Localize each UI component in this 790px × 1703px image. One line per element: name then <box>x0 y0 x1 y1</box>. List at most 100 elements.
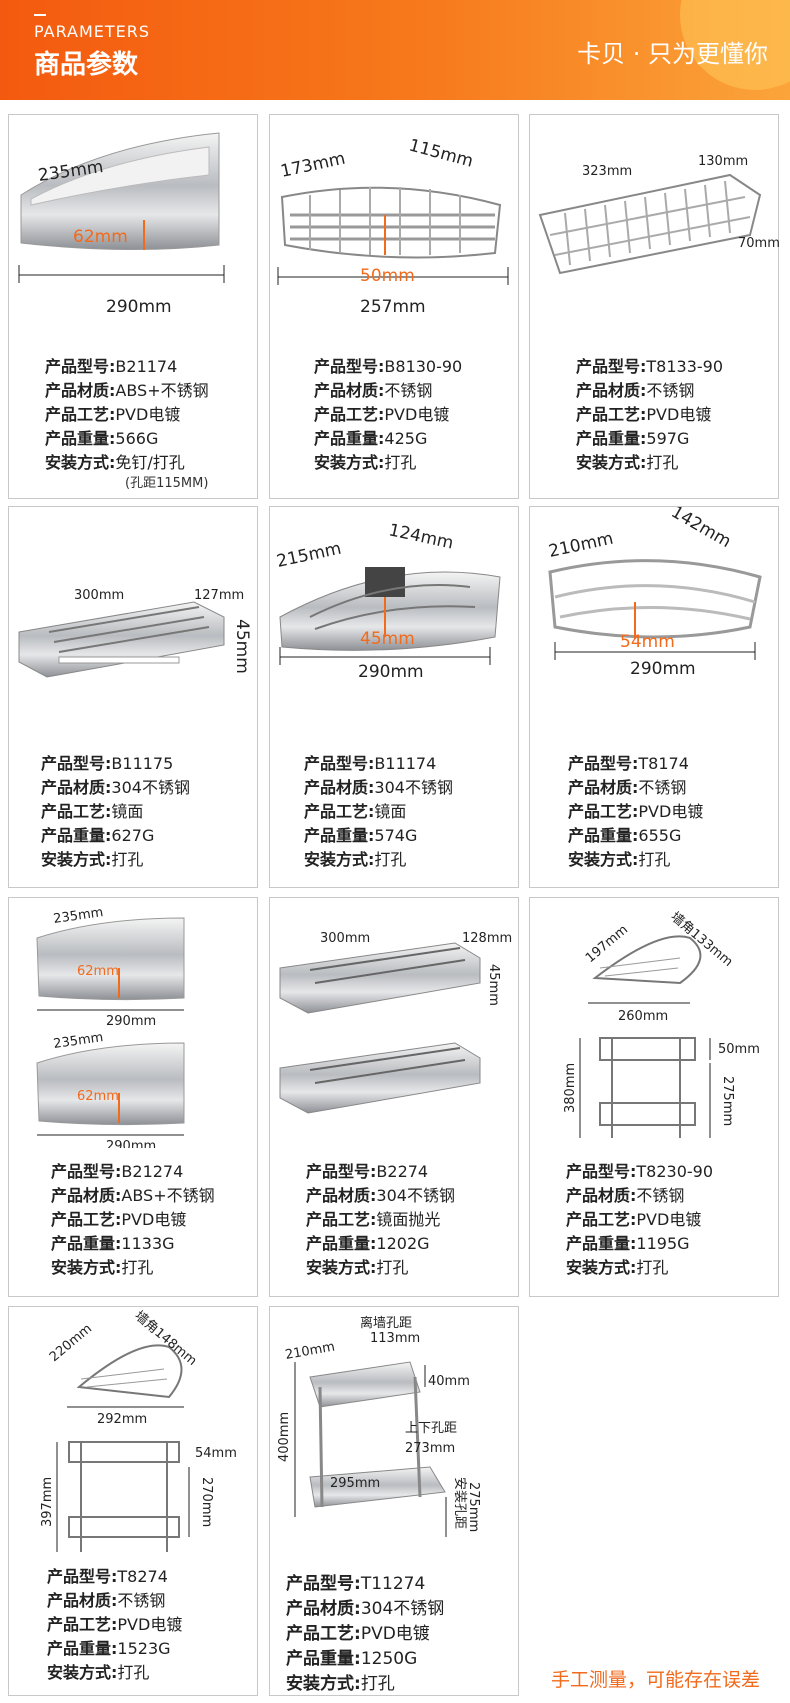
dim-side-label: 124mm <box>387 520 455 553</box>
install-value: 打孔 <box>121 1258 154 1277</box>
model-value: B21174 <box>115 357 178 376</box>
dim-height-label: 62mm <box>77 964 119 979</box>
weight-key: 产品重量: <box>41 826 112 845</box>
material-key: 产品材质: <box>568 778 639 797</box>
install-key: 安装方式: <box>286 1674 361 1694</box>
dim-length-label: 300mm <box>74 588 124 603</box>
dim-height-label: 70mm <box>738 236 780 251</box>
weight-key: 产品重量: <box>47 1639 118 1658</box>
weight-key: 产品重量: <box>566 1234 637 1253</box>
weight-value: 425G <box>384 429 428 448</box>
install-value: 打孔 <box>111 850 144 869</box>
material-value: 不锈钢 <box>384 381 433 400</box>
process-key: 产品工艺: <box>306 1210 377 1229</box>
dim-clearance-title: 离墙孔距 <box>360 1315 412 1331</box>
dim-depth-label: 215mm <box>275 539 343 572</box>
dim-top-height-label: 54mm <box>195 1446 237 1461</box>
weight-value: 1195G <box>636 1234 690 1253</box>
weight-value: 1133G <box>121 1234 175 1253</box>
dim-height-label: 50mm <box>360 266 415 286</box>
material-value: 不锈钢 <box>636 1186 685 1205</box>
product-image-2: 173mm 115mm 50mm 257mm <box>277 136 509 315</box>
material-value: ABS+不锈钢 <box>115 381 209 400</box>
install-value: 打孔 <box>360 1674 395 1694</box>
model-key: 产品型号: <box>314 357 385 376</box>
weight-value: 597G <box>646 429 690 448</box>
install-value: 打孔 <box>374 850 407 869</box>
model-value: B21274 <box>121 1162 184 1181</box>
material-value: ABS+不锈钢 <box>121 1186 215 1205</box>
process-key: 产品工艺: <box>314 405 385 424</box>
install-key: 安装方式: <box>306 1258 377 1277</box>
process-key: 产品工艺: <box>41 802 112 821</box>
material-value: 304不锈钢 <box>360 1599 445 1619</box>
spec-list-4: 产品型号:B11175 产品材质:304不锈钢 产品工艺:镜面 产品重量:627… <box>41 752 190 872</box>
product-card-9: 197mm 墙角133mm 260mm 50mm 380mm 275mm 产品型… <box>529 897 779 1297</box>
product-card-2: 173mm 115mm 50mm 257mm 产品型号:B8130-90 产品材… <box>269 114 519 499</box>
material-key: 产品材质: <box>304 778 375 797</box>
dim-length-label: 300mm <box>320 931 370 946</box>
process-value: 镜面 <box>111 802 144 821</box>
dim-depth-label: 130mm <box>698 154 748 169</box>
dim-hole-distance-label: 275mm <box>720 1076 735 1126</box>
dim-total-height-label: 380mm <box>563 1063 578 1113</box>
model-value: T11274 <box>360 1574 426 1594</box>
dim-width-label: 290mm <box>106 297 172 315</box>
weight-value: 566G <box>115 429 159 448</box>
install-key: 安装方式: <box>568 850 639 869</box>
process-key: 产品工艺: <box>568 802 639 821</box>
weight-key: 产品重量: <box>304 826 375 845</box>
process-value: PVD电镀 <box>360 1624 430 1644</box>
install-value: 打孔 <box>646 453 679 472</box>
material-value: 304不锈钢 <box>111 778 190 797</box>
product-image-6: 210mm 142mm 54mm 290mm <box>547 507 762 679</box>
product-image-10: 220mm 墙角148mm 292mm 54mm 397mm 270mm <box>40 1309 237 1552</box>
process-value: 镜面 <box>374 802 407 821</box>
process-key: 产品工艺: <box>45 405 116 424</box>
weight-key: 产品重量: <box>576 429 647 448</box>
model-key: 产品型号: <box>568 754 639 773</box>
dim-depth-label: 127mm <box>194 588 244 603</box>
process-value: PVD电镀 <box>121 1210 187 1229</box>
dim-depth-label: 235mm <box>52 905 104 927</box>
dim-depth-label: 173mm <box>279 149 347 182</box>
install-key: 安装方式: <box>51 1258 122 1277</box>
dim-width-label: 260mm <box>618 1009 668 1024</box>
process-key: 产品工艺: <box>566 1210 637 1229</box>
product-card-11: 210mm 离墙孔距 113mm 40mm 400mm 上下孔距 273mm 2… <box>269 1306 519 1696</box>
dim-height-label: 45mm <box>232 619 252 674</box>
model-key: 产品型号: <box>41 754 112 773</box>
material-key: 产品材质: <box>576 381 647 400</box>
dim-total-height-label: 397mm <box>40 1477 55 1527</box>
install-key: 安装方式: <box>47 1663 118 1682</box>
install-key: 安装方式: <box>41 850 112 869</box>
measurement-disclaimer: 手工测量，可能存在误差 <box>550 1669 760 1691</box>
dim-height-label: 62mm <box>73 227 128 247</box>
spec-list-5: 产品型号:B11174 产品材质:304不锈钢 产品工艺:镜面 产品重量:574… <box>304 752 453 872</box>
process-key: 产品工艺: <box>286 1624 361 1644</box>
process-value: PVD电镀 <box>115 405 181 424</box>
product-image-9: 197mm 墙角133mm 260mm 50mm 380mm 275mm <box>563 910 760 1138</box>
material-key: 产品材质: <box>566 1186 637 1205</box>
product-card-7: 235mm 62mm 290mm 235mm 62mm 290mm 产品型号:B… <box>8 897 258 1297</box>
dim-corner-label: 墙角133mm <box>667 910 735 970</box>
weight-key: 产品重量: <box>286 1649 361 1669</box>
product-card-8: 300mm 128mm 45mm 产品型号:B2274 产品材质:304不锈钢 … <box>269 897 519 1297</box>
material-key: 产品材质: <box>45 381 116 400</box>
model-key: 产品型号: <box>306 1162 377 1181</box>
product-card-1: 235mm 62mm 290mm 产品型号:B21174 产品材质:ABS+不锈… <box>8 114 258 499</box>
weight-value: 1202G <box>376 1234 430 1253</box>
header-en-title: PARAMETERS <box>34 22 151 41</box>
weight-key: 产品重量: <box>45 429 116 448</box>
material-key: 产品材质: <box>51 1186 122 1205</box>
weight-key: 产品重量: <box>306 1234 377 1253</box>
process-value: PVD电镀 <box>646 405 712 424</box>
dim-width-label: 290mm <box>358 662 424 682</box>
spec-list-9: 产品型号:T8230-90 产品材质:不锈钢 产品工艺:PVD电镀 产品重量:1… <box>566 1160 713 1280</box>
dim-depth-label-2: 235mm <box>52 1030 104 1052</box>
process-key: 产品工艺: <box>304 802 375 821</box>
spec-list-2: 产品型号:B8130-90 产品材质:不锈钢 产品工艺:PVD电镀 产品重量:4… <box>314 355 462 475</box>
dim-hole-distance-label: 270mm <box>199 1477 214 1527</box>
model-value: B11175 <box>111 754 174 773</box>
product-card-6: 210mm 142mm 54mm 290mm 产品型号:T8174 产品材质:不… <box>529 506 779 888</box>
